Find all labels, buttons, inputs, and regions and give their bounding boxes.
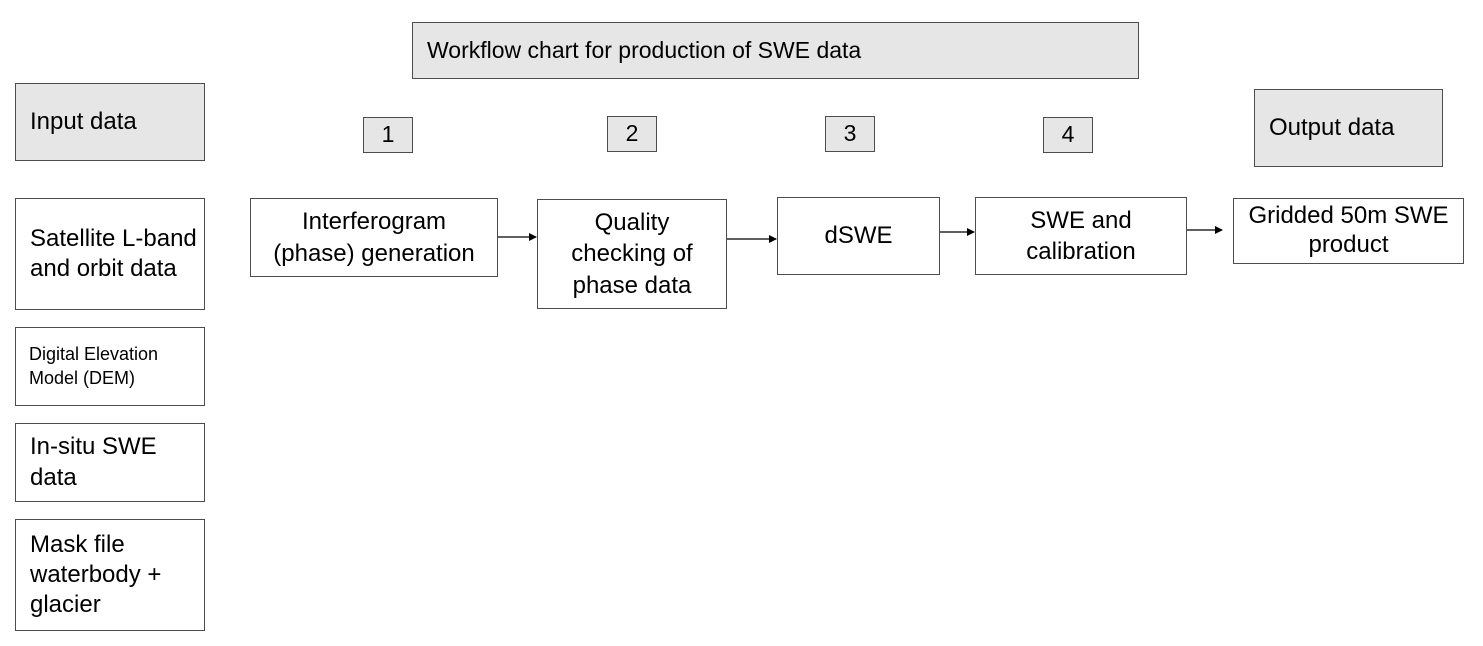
step-dswe: dSWE <box>777 197 940 275</box>
step-number-2: 2 <box>607 116 657 152</box>
input-data-header: Input data <box>15 83 205 161</box>
output-gridded-swe-product: Gridded 50m SWE product <box>1233 198 1464 264</box>
diagram-title: Workflow chart for production of SWE dat… <box>412 22 1139 79</box>
step-interferogram-generation: Interferogram (phase) generation <box>250 198 498 277</box>
step-number-1: 1 <box>363 117 413 153</box>
input-digital-elevation-model: Digital Elevation Model (DEM) <box>15 327 205 406</box>
input-mask-file: Mask file waterbody + glacier <box>15 519 205 631</box>
output-data-header: Output data <box>1254 89 1443 167</box>
step-number-4: 4 <box>1043 117 1093 153</box>
input-in-situ-swe: In-situ SWE data <box>15 423 205 502</box>
step-number-3: 3 <box>825 116 875 152</box>
input-satellite-l-band: Satellite L-band and orbit data <box>15 198 205 310</box>
step-swe-calibration: SWE and calibration <box>975 197 1187 275</box>
step-quality-checking: Quality checking of phase data <box>537 199 727 309</box>
